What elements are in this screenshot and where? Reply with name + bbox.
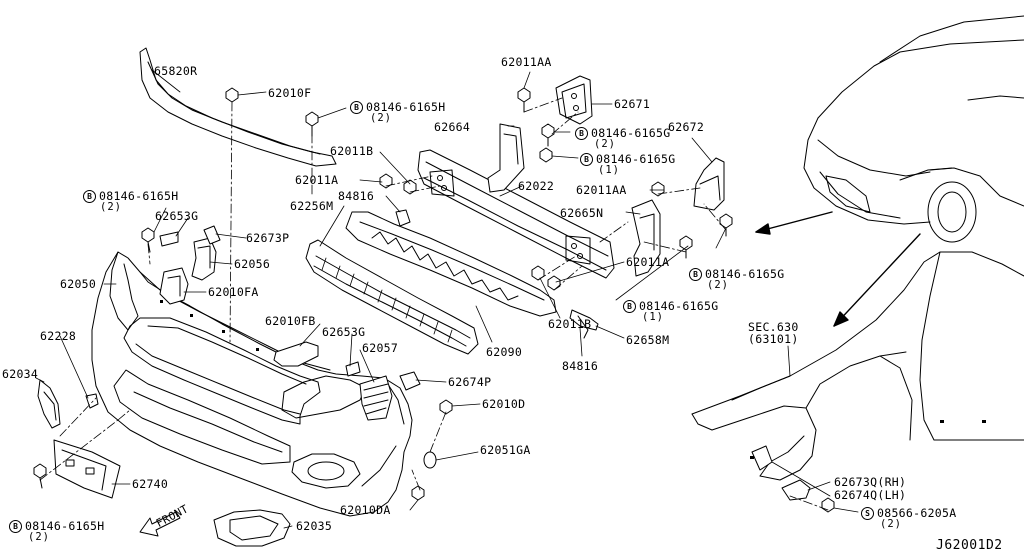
bracket-62740 [54, 440, 120, 498]
label-62090: 62090 [486, 345, 523, 359]
label-62010fb: 62010FB [265, 314, 316, 328]
marker-b-p37: B [623, 300, 636, 313]
diagram-code: J62001D2 [936, 538, 1003, 553]
reinforcement-beam-62022 [418, 150, 614, 278]
label-62010da: 62010DA [340, 503, 391, 517]
label-08146-6165h-bottom: 08146-6165H [25, 519, 105, 533]
bumper-fascia-62050 [92, 252, 412, 516]
bracket-62034 [38, 380, 60, 428]
qty-08146-6165h-top: (2) [370, 112, 392, 124]
clip-62673p [204, 226, 220, 244]
marker-b-p29: B [575, 127, 588, 140]
vent-62057 [360, 376, 392, 420]
direction-arrows [756, 212, 920, 326]
qty-08566-6205a: (2) [880, 518, 902, 530]
label-62051ga: 62051GA [480, 443, 531, 457]
label-62674p: 62674P [448, 375, 492, 389]
label-62011a-right: 62011A [626, 255, 670, 269]
label-62672: 62672 [668, 120, 705, 134]
assembly-lines [40, 98, 828, 510]
label-62673q: 62673Q(RH) [834, 475, 907, 489]
label-62665n: 62665N [560, 206, 604, 220]
label-62011b-bottom: 62011B [548, 317, 592, 331]
front-fender [692, 252, 1024, 480]
label-62011a-left: 62011A [295, 173, 339, 187]
label-62010fa: 62010FA [208, 285, 259, 299]
upper-moulding-65820r [140, 48, 336, 166]
label-84816-top: 84816 [338, 189, 375, 203]
label-62011b-left: 62011B [330, 144, 374, 158]
label-62673p: 62673P [246, 231, 290, 245]
label-62740: 62740 [132, 477, 169, 491]
label-08146-6165g-c: 08146-6165G [705, 267, 785, 281]
label-sec-630-sub: (63101) [748, 332, 799, 346]
qty-08146-6165h-bottom: (2) [28, 531, 50, 543]
label-62228: 62228 [40, 329, 77, 343]
bracket-62674p [400, 372, 420, 390]
bracket-62672 [694, 158, 724, 210]
marker-b-p03: B [350, 101, 363, 114]
label-62674q: 62674Q(LH) [834, 488, 907, 502]
label-62010d: 62010D [482, 397, 526, 411]
bracket-62674q [752, 446, 772, 470]
qty-08146-6165g-d: (1) [642, 311, 664, 323]
marker-b-p08: B [83, 190, 96, 203]
label-84816-bottom: 84816 [562, 359, 599, 373]
marker-b-p24: B [9, 520, 22, 533]
label-sec-630: SEC.630 [748, 320, 799, 334]
label-62010f: 62010F [268, 86, 312, 100]
bracket-62671 [556, 76, 592, 124]
marker-b-p30: B [580, 153, 593, 166]
label-62056: 62056 [234, 257, 271, 271]
label-08146-6165g-b: 08146-6165G [596, 152, 676, 166]
marker-s-p45: S [861, 507, 874, 520]
retainer-62010fa [160, 268, 188, 304]
label-62050: 62050 [60, 277, 97, 291]
lower-grille-62256m [306, 240, 478, 354]
label-65820r: 65820R [154, 64, 198, 78]
bolt-heads [34, 88, 834, 512]
qty-08146-6165g-b: (1) [598, 164, 620, 176]
bracket-62665n [632, 200, 660, 276]
label-62022: 62022 [518, 179, 555, 193]
label-62664: 62664 [434, 120, 471, 134]
label-62653g-top: 62653G [155, 209, 199, 223]
clip-62653g [160, 232, 178, 246]
qty-08146-6165g-a: (2) [594, 138, 616, 150]
bracket-62056 [192, 238, 216, 280]
fog-cover-62035 [214, 510, 290, 546]
clip-62228 [86, 394, 98, 408]
bracket-62664 [488, 124, 524, 192]
label-08146-6165h-left: 08146-6165H [99, 189, 179, 203]
label-62035: 62035 [296, 519, 333, 533]
lower-strip-62658m [570, 310, 598, 338]
bracket-62673q [782, 480, 810, 500]
label-62653g-mid: 62653G [322, 325, 366, 339]
label-62671: 62671 [614, 97, 651, 111]
marker-b-p36: B [689, 268, 702, 281]
label-62057: 62057 [362, 341, 399, 355]
label-62256m: 62256M [290, 199, 334, 213]
energy-absorber-62090 [346, 212, 556, 316]
label-08146-6165g-a: 08146-6165G [591, 126, 671, 140]
label-62034: 62034 [2, 367, 39, 381]
label-08566-6205a: 08566-6205A [877, 506, 957, 520]
qty-08146-6165g-c: (2) [707, 279, 729, 291]
front-arrow [140, 512, 180, 536]
clip-62653g-b [346, 362, 360, 376]
label-08146-6165g-d: 08146-6165G [639, 299, 719, 313]
spacer-84816 [396, 210, 410, 226]
label-62011aa-right: 62011AA [576, 183, 627, 197]
label-62011aa-top: 62011AA [501, 55, 552, 69]
qty-08146-6165h-left: (2) [100, 201, 122, 213]
bracket-62010fb [274, 342, 318, 366]
cap-62051ga [424, 452, 436, 468]
vehicle-view [804, 16, 1024, 242]
label-62658m: 62658M [626, 333, 670, 347]
label-08146-6165h-top: 08146-6165H [366, 100, 446, 114]
